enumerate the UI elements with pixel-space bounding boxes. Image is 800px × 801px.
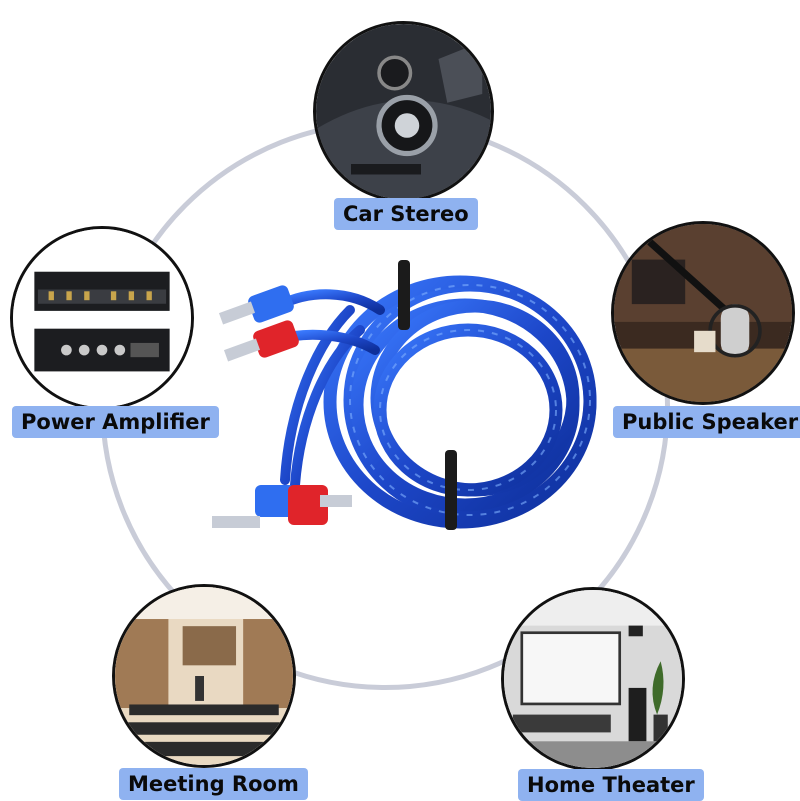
meeting-room-thumbnail (112, 584, 296, 768)
microphone-image (614, 224, 792, 402)
power-amplifier-thumbnail (10, 226, 194, 410)
meeting-room-label: Meeting Room (119, 768, 308, 800)
home-theater-label: Home Theater (518, 769, 704, 801)
rca-cable-image (212, 260, 597, 530)
home-theater-image (504, 590, 682, 768)
power-amplifier-image (13, 229, 191, 407)
home-theater-thumbnail (501, 587, 685, 771)
meeting-room-image (115, 587, 293, 765)
car-stereo-label: Car Stereo (334, 198, 478, 230)
car-stereo-image (316, 24, 491, 199)
public-speaker-label: Public Speaker (613, 406, 800, 438)
car-stereo-thumbnail (313, 21, 494, 202)
public-speaker-thumbnail (611, 221, 795, 405)
power-amplifier-label: Power Amplifier (12, 406, 219, 438)
